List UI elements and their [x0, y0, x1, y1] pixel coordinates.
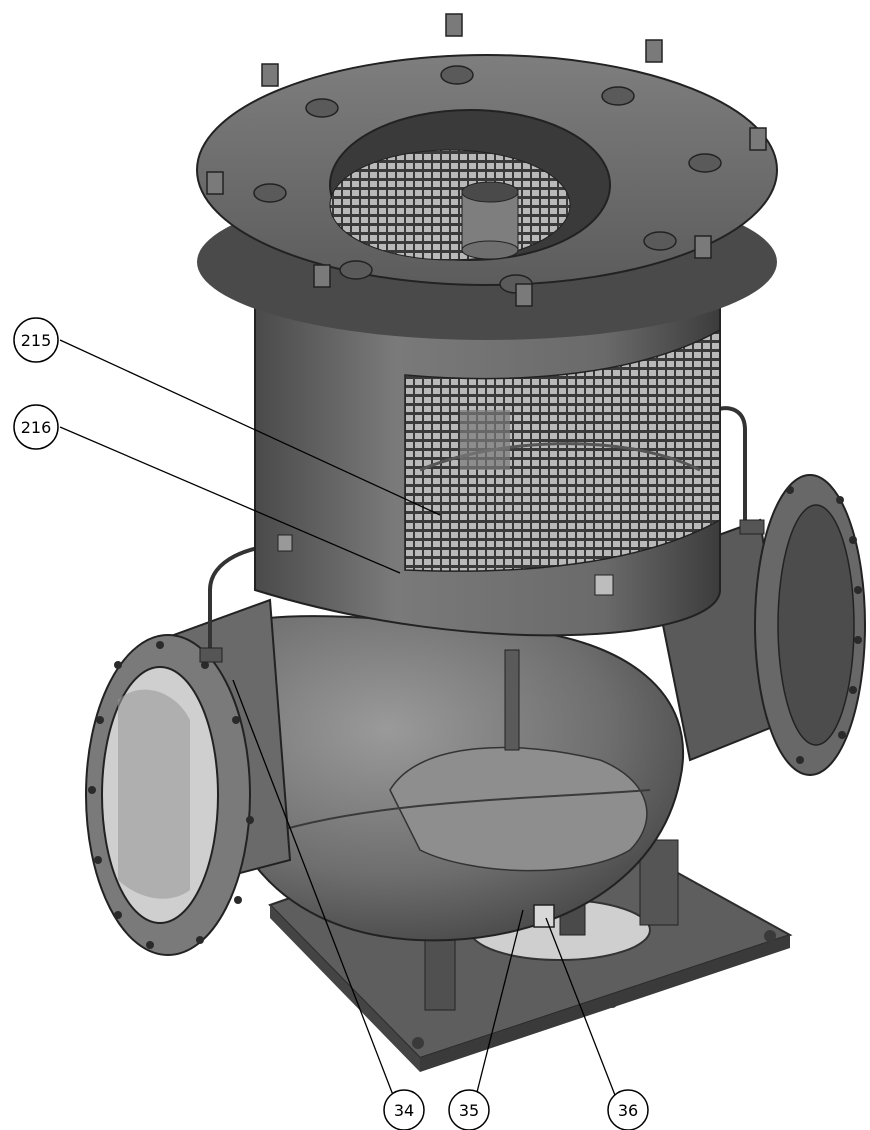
drain-plug	[533, 904, 555, 928]
callout-34-label: 34	[394, 1101, 414, 1120]
callout-215-label: 215	[21, 331, 52, 350]
coupling-guard	[254, 284, 721, 637]
inlet-flange	[85, 598, 292, 956]
callout-36: 36	[607, 1089, 649, 1130]
callout-34: 34	[383, 1089, 425, 1130]
callout-35-label: 35	[459, 1101, 479, 1120]
callout-216: 216	[13, 404, 59, 450]
pump-volute-casing	[188, 615, 685, 942]
callout-216-label: 216	[21, 418, 52, 437]
outlet-flange	[648, 474, 866, 776]
callout-35: 35	[448, 1089, 490, 1130]
motor-flange-plate	[196, 13, 778, 340]
leader-lines	[59, 339, 621, 1109]
callout-36-label: 36	[618, 1101, 638, 1120]
callout-215: 215	[13, 317, 59, 363]
